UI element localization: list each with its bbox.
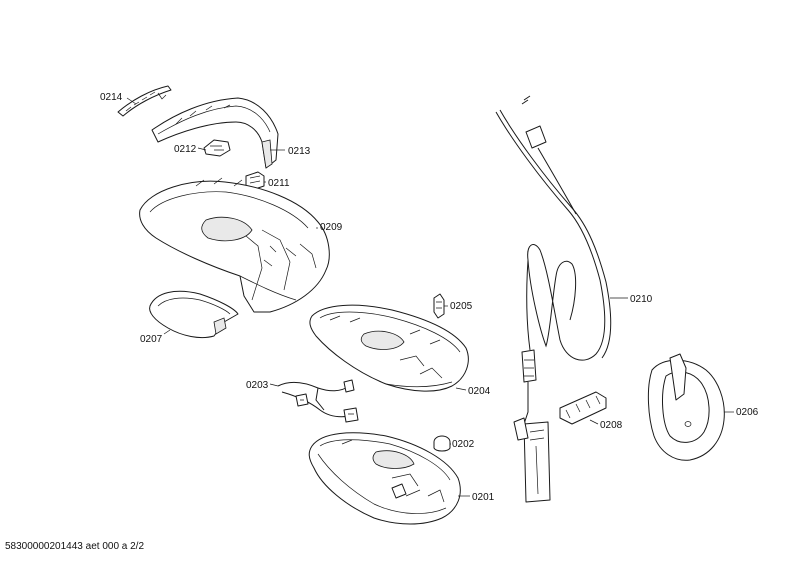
label-0210: 0210 — [630, 294, 653, 305]
part-0209-housing — [139, 177, 330, 313]
part-0202-button — [433, 435, 451, 452]
label-0207: 0207 — [140, 334, 163, 345]
label-0209: 0209 — [320, 222, 343, 233]
label-0202: 0202 — [452, 439, 475, 450]
part-0201-soleplate — [308, 432, 461, 525]
label-0203: 0203 — [246, 380, 269, 391]
part-0213-handle-cover — [151, 97, 279, 169]
part-0206-handle-loop — [647, 353, 725, 461]
part-0207-plate — [149, 290, 239, 339]
label-0206: 0206 — [736, 407, 759, 418]
part-0203-wiring — [277, 379, 359, 423]
part-0205-latch — [433, 293, 445, 319]
label-0214: 0214 — [100, 92, 123, 103]
label-0211: 0211 — [268, 178, 290, 189]
part-0210-cord — [495, 95, 612, 503]
document-id: 58300000201443 aet 000 a 2/2 — [5, 541, 145, 552]
part-0212-clip — [203, 139, 231, 157]
label-0204: 0204 — [468, 386, 491, 397]
label-0213: 0213 — [288, 146, 311, 157]
part-0204-inner-body — [309, 304, 469, 392]
part-0208-bracket — [559, 391, 607, 425]
leader-lines — [126, 97, 734, 497]
label-0208: 0208 — [600, 420, 623, 431]
label-0212: 0212 — [174, 144, 197, 155]
part-labels: 0214 0213 0212 0211 0209 0210 0205 0207 … — [100, 92, 759, 503]
part-0214-cap — [117, 85, 172, 117]
label-0205: 0205 — [450, 301, 473, 312]
label-0201: 0201 — [472, 492, 495, 503]
